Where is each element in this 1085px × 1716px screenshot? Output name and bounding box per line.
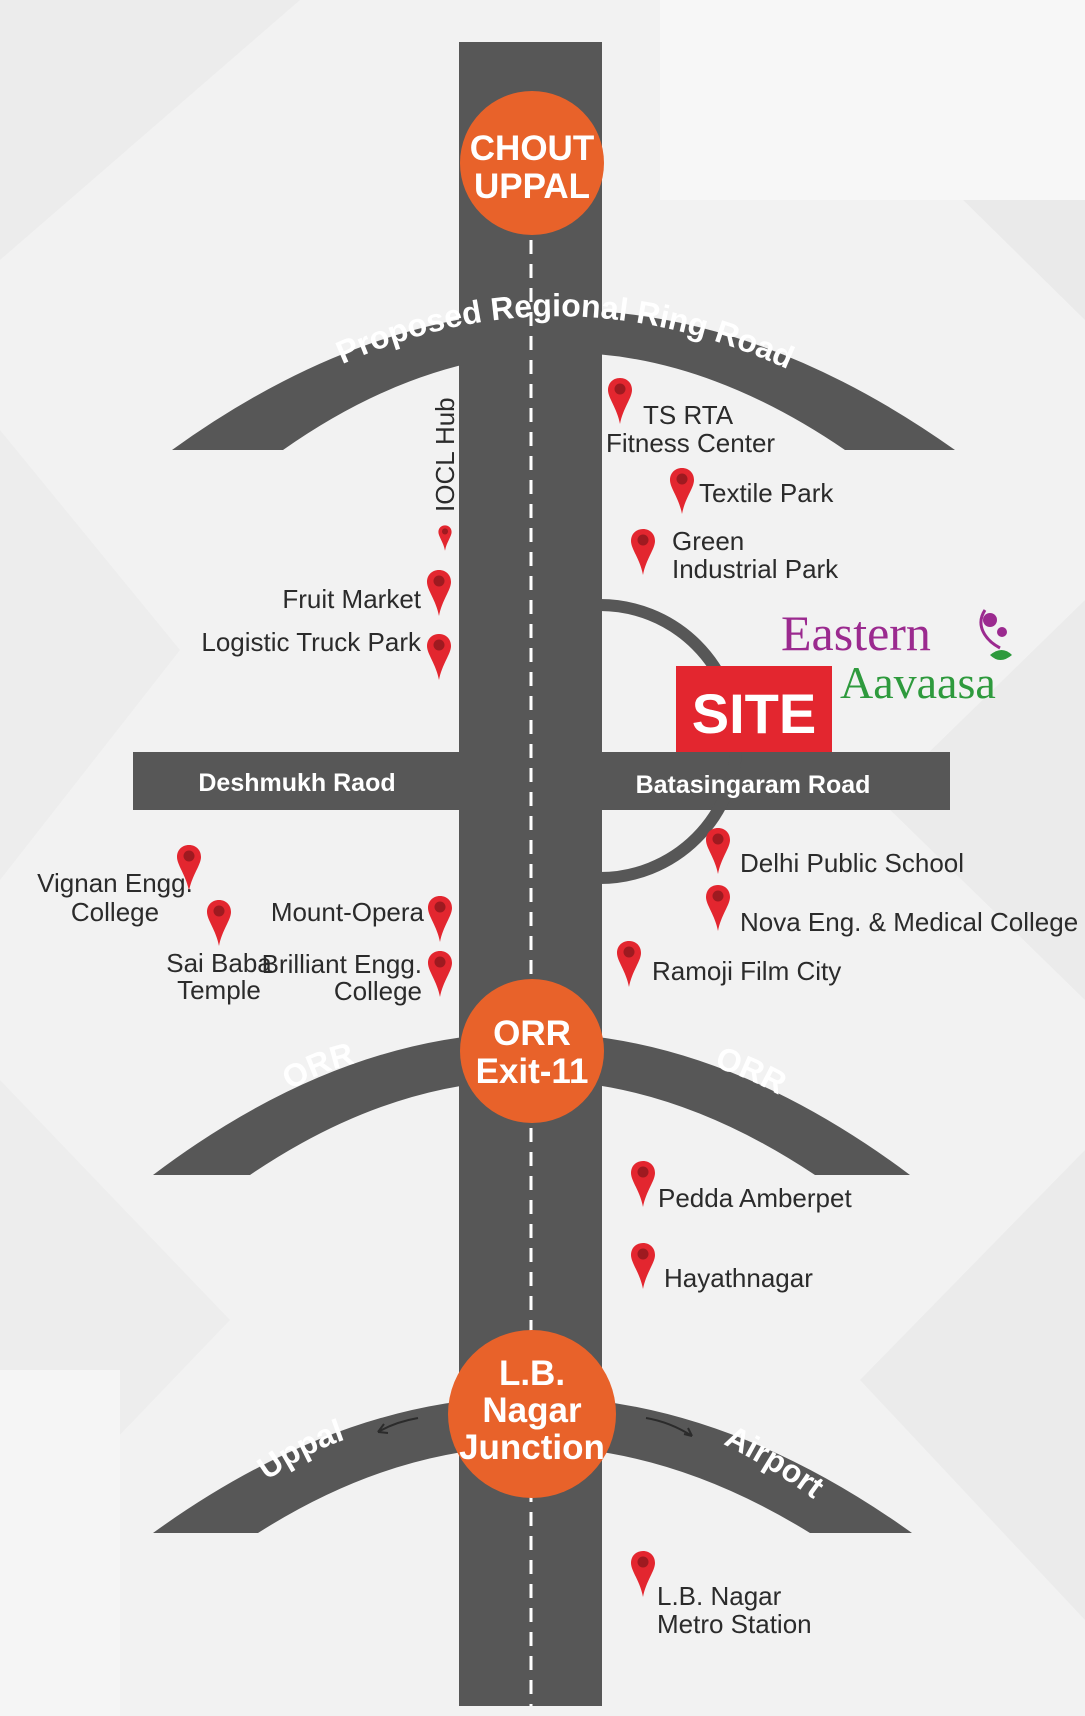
arrow-right-icon [645, 1417, 693, 1437]
landmark-ts-rta: TS RTA Fitness Center [606, 378, 775, 458]
label-deshmukh-road: Deshmukh Raod [198, 769, 395, 797]
landmark-hayathnagar-label: Hayathnagar [664, 1263, 813, 1293]
landmark-sai-baba: Sai Baba Temple [166, 900, 272, 1005]
landmark-vignan-line1: Vignan Engg. [37, 868, 193, 898]
road-regional-ring [172, 310, 955, 450]
landmark-green-industrial-line1: Green [672, 526, 744, 556]
landmark-ts-rta-line2: Fitness Center [606, 428, 775, 458]
landmark-textile-park: Textile Park [670, 468, 834, 514]
landmark-green-industrial-line2: Industrial Park [672, 554, 839, 584]
junction-lb-nagar-line1: L.B. [499, 1354, 565, 1393]
brand-line2: Aavaasa [840, 657, 996, 708]
junction-chout-uppal-line2: UPPAL [474, 167, 590, 206]
landmark-pedda-amberpet: Pedda Amberpet [631, 1161, 852, 1213]
landmark-textile-park-label: Textile Park [699, 478, 834, 508]
landmark-vignan: Vignan Engg. College [37, 845, 201, 927]
brand-logo: Eastern Aavaasa [781, 605, 1012, 708]
junction-orr-exit-line1: ORR [493, 1014, 571, 1053]
landmark-brilliant-line1: Brilliant Engg. [262, 949, 422, 979]
landmark-logistic-truck-park-label: Logistic Truck Park [201, 627, 422, 657]
landmark-ts-rta-line1: TS RTA [643, 400, 734, 430]
brand-line1: Eastern [781, 605, 931, 661]
landmark-vignan-line2: College [71, 897, 159, 927]
landmark-nova-label: Nova Eng. & Medical College [740, 907, 1078, 937]
landmark-nova: Nova Eng. & Medical College [706, 885, 1078, 937]
landmark-iocl-hub: IOCL Hub [430, 397, 460, 551]
landmark-fruit-market-label: Fruit Market [282, 584, 421, 614]
road-uppal-airport [153, 1396, 912, 1533]
junction-lb-nagar-line3: Junction [459, 1428, 605, 1467]
landmark-mount-opera-label: Mount-Opera [271, 897, 425, 927]
landmark-logistic-truck-park: Logistic Truck Park [201, 627, 451, 680]
junction-lb-nagar-line2: Nagar [482, 1391, 582, 1430]
landmark-brilliant: Brilliant Engg. College [262, 949, 452, 1006]
landmark-sai-baba-line1: Sai Baba [166, 948, 272, 978]
junction-chout-uppal: CHOUT UPPAL [460, 91, 604, 235]
junction-chout-uppal-line1: CHOUT [470, 129, 594, 168]
landmark-ramoji-label: Ramoji Film City [652, 956, 841, 986]
junction-lb-nagar: L.B. Nagar Junction [448, 1330, 616, 1498]
junction-orr-exit-line2: Exit-11 [476, 1052, 589, 1091]
landmark-delhi-public-school: Delhi Public School [706, 828, 964, 878]
landmark-fruit-market: Fruit Market [282, 570, 451, 616]
landmark-mount-opera: Mount-Opera [271, 896, 452, 942]
flower-icon [979, 609, 1012, 660]
landmark-lb-nagar-metro-line1: L.B. Nagar [657, 1581, 782, 1611]
landmark-delhi-public-school-label: Delhi Public School [740, 848, 964, 878]
label-batasingaram-road: Batasingaram Road [636, 771, 871, 799]
junction-orr-exit: ORR Exit-11 [460, 979, 604, 1123]
landmark-hayathnagar: Hayathnagar [631, 1243, 813, 1293]
landmark-ramoji: Ramoji Film City [617, 941, 841, 987]
landmark-pedda-amberpet-label: Pedda Amberpet [658, 1183, 852, 1213]
landmark-iocl-hub-label: IOCL Hub [430, 397, 460, 512]
landmark-sai-baba-line2: Temple [177, 975, 261, 1005]
landmark-lb-nagar-metro: L.B. Nagar Metro Station [631, 1551, 812, 1639]
arrow-left-icon [377, 1417, 419, 1434]
landmark-brilliant-line2: College [334, 976, 422, 1006]
road-orr [153, 1032, 910, 1175]
site-badge-text: SITE [692, 682, 816, 745]
site-badge: SITE [676, 666, 832, 752]
landmark-lb-nagar-metro-line2: Metro Station [657, 1609, 812, 1639]
landmark-green-industrial: Green Industrial Park [631, 526, 839, 584]
